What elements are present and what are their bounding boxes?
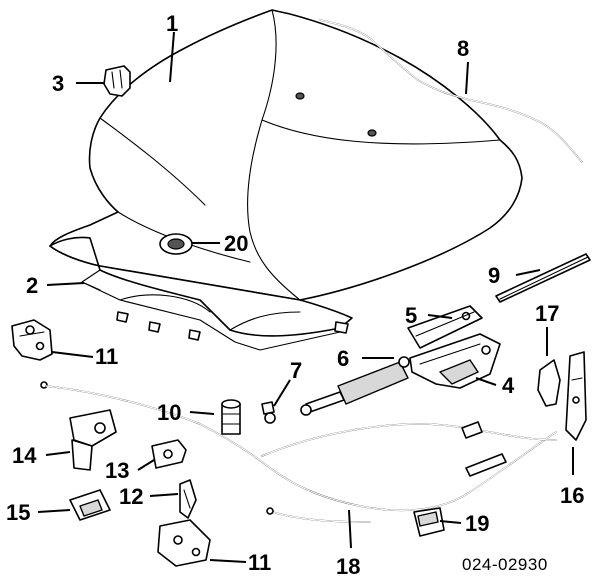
callout-11-upper: 11 bbox=[95, 344, 118, 369]
rubber-buffer bbox=[221, 399, 241, 435]
seal-strip bbox=[495, 253, 591, 303]
hood-inner-frame bbox=[49, 236, 353, 351]
callout-6: 6 bbox=[337, 346, 349, 371]
callout-16: 16 bbox=[560, 483, 584, 508]
callout-1: 1 bbox=[166, 11, 178, 36]
callout-9: 9 bbox=[488, 263, 500, 288]
hood-panel bbox=[49, 9, 523, 301]
switch bbox=[413, 507, 445, 537]
hood-seal bbox=[319, 19, 583, 163]
callout-15: 15 bbox=[6, 500, 30, 525]
gas-strut bbox=[300, 356, 410, 416]
callout-4: 4 bbox=[502, 373, 515, 398]
callout-19: 19 bbox=[465, 511, 489, 536]
bolt bbox=[261, 401, 276, 424]
leader-lines bbox=[37, 31, 574, 563]
release-lever bbox=[565, 351, 587, 441]
pad bbox=[69, 489, 111, 521]
clip bbox=[103, 65, 131, 97]
hood-hinge-upper bbox=[11, 319, 53, 361]
release-handle bbox=[537, 359, 561, 407]
lock-striker bbox=[69, 409, 117, 471]
callout-20: 20 bbox=[224, 231, 248, 256]
diagram-reference-code: 024-02930 bbox=[462, 555, 548, 574]
hood-hinge-lower bbox=[157, 519, 211, 567]
callout-17: 17 bbox=[535, 301, 559, 326]
callout-2: 2 bbox=[26, 273, 38, 298]
hood-lock bbox=[409, 333, 501, 389]
callout-11-lower: 11 bbox=[248, 550, 271, 575]
bowden-clip bbox=[151, 439, 187, 469]
callout-3: 3 bbox=[52, 71, 64, 96]
callout-13: 13 bbox=[105, 458, 129, 483]
callout-14: 14 bbox=[12, 443, 37, 468]
emblem bbox=[159, 233, 193, 255]
retaining-clip bbox=[179, 479, 197, 519]
callout-18: 18 bbox=[336, 554, 360, 579]
callout-10: 10 bbox=[157, 400, 181, 425]
callout-5: 5 bbox=[405, 303, 417, 328]
release-cable bbox=[40, 381, 557, 523]
callout-7: 7 bbox=[290, 358, 302, 383]
callout-12: 12 bbox=[119, 484, 143, 509]
callout-8: 8 bbox=[457, 36, 469, 61]
bracket-plate bbox=[407, 305, 483, 349]
